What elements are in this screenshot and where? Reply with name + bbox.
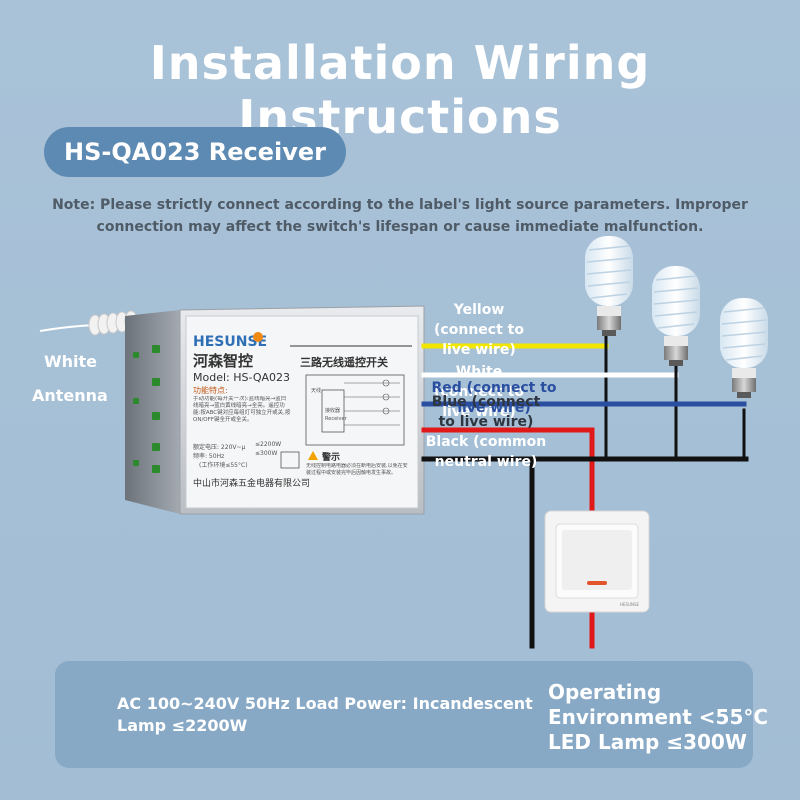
- wall-switch-icon: HESUNSE: [544, 510, 650, 613]
- freq-text: 频率: 50Hz: [193, 452, 224, 460]
- black-wire-label: Black (common neutral wire): [425, 434, 547, 470]
- switch-brand-text: HESUNSE: [620, 602, 640, 607]
- panel-title: 三路无线遥控开关: [300, 355, 388, 369]
- antenna-label: Antenna: [32, 386, 108, 405]
- blue-wire-label: Blue (connect to live wire): [431, 394, 541, 430]
- antenna-label-color: White: [44, 352, 98, 371]
- warning-icon: [308, 451, 318, 460]
- circuit-diagram: [305, 374, 405, 446]
- specs-panel: [55, 661, 753, 768]
- wires: [421, 326, 749, 649]
- light-bulb-icon: [720, 298, 768, 398]
- model-text: Model: HS-QA023: [193, 371, 290, 384]
- receiver-device: HESUNSE 河森智控 Model: HS-QA023 功能特点: 手动功能(…: [125, 305, 425, 515]
- brand-logo-text: HESUNSE: [193, 334, 267, 350]
- power-spec: AC 100~240V 50Hz Load Power: Incandescen…: [117, 694, 533, 735]
- page-title: Installation Wiring Instructions: [149, 36, 651, 144]
- installation-note: Note: Please strictly connect according …: [52, 197, 748, 235]
- environment-spec: Operating Environment <55°C LED Lamp ≤30…: [548, 680, 788, 755]
- load-led-text: ≤300W: [255, 450, 277, 457]
- warning-text: 无线控制电路电器必须在断电后安装,以免在安装过程中或安装完毕后因触电发生事故。: [306, 463, 408, 476]
- env-text: (工作环境≤55°C): [199, 461, 248, 469]
- warning-title: 警示: [322, 451, 340, 463]
- light-bulb-icon: [585, 236, 633, 336]
- receiver-en-label: Receiver: [325, 416, 348, 422]
- environment-spec-line1: Operating: [548, 680, 662, 704]
- features-text: 手动功能(每开关一次):蓝线暗亮→蓝白线暗亮→蓝白黄线暗亮→全亮。遥控功能:按A…: [193, 396, 291, 423]
- manufacturer-text: 中山市河森五金电器有限公司: [193, 477, 310, 489]
- red-wire: [421, 427, 595, 523]
- white-wire-label: White (connect to live wire): [434, 364, 524, 420]
- environment-spec-line3: LED Lamp ≤300W: [548, 730, 747, 754]
- indoor-icon: [280, 451, 300, 469]
- voltage-text: 额定电压: 220V~µ: [193, 443, 246, 451]
- load-inc-text: ≤2200W: [255, 441, 281, 448]
- environment-spec-line2: Environment <55°C: [548, 705, 769, 729]
- antenna-cn-label: 天线: [311, 387, 321, 394]
- red-wire-label: Red (connect to live wire): [431, 380, 557, 416]
- features-title: 功能特点:: [193, 385, 228, 395]
- antenna-icon: [39, 310, 138, 336]
- yellow-wire-label: Yellow (connect to live wire): [434, 302, 524, 358]
- receiver-cn-label: 接收器: [325, 407, 340, 414]
- receiver-label-pill: HS-QA023 Receiver: [44, 127, 346, 177]
- light-bulb-icon: [652, 266, 700, 366]
- brand-cn-text: 河森智控: [193, 352, 253, 370]
